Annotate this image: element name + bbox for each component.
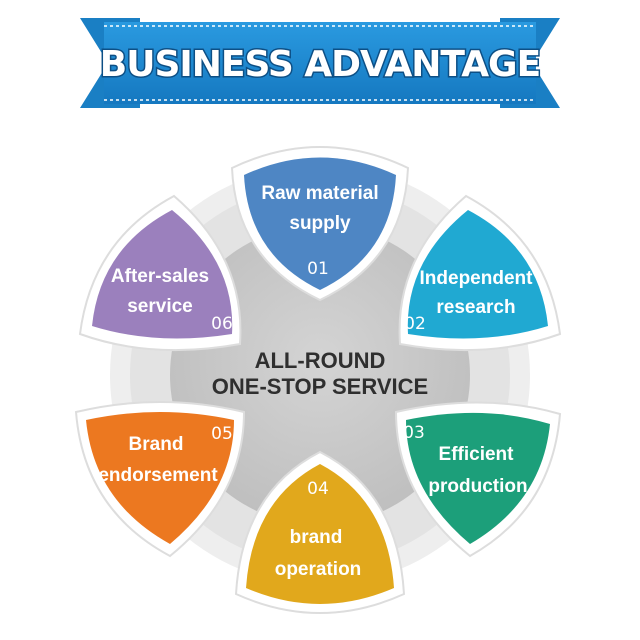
center-line-2: ONE-STOP SERVICE bbox=[212, 374, 428, 399]
banner: BUSINESS ADVANTAGE bbox=[80, 18, 560, 108]
segment-label-2: endorsement bbox=[98, 465, 218, 486]
segment-label-1: brand bbox=[290, 527, 343, 548]
segment-independent-research: Independent research 02 bbox=[398, 194, 562, 352]
banner-body bbox=[104, 22, 536, 104]
segment-label-2: operation bbox=[275, 559, 362, 580]
segment-label-1: Efficient bbox=[439, 444, 515, 465]
segment-brand-operation: brand operation 04 bbox=[234, 450, 406, 614]
segment-label-1: Brand bbox=[129, 434, 184, 455]
segment-number: 02 bbox=[404, 314, 426, 334]
segment-after-sales-service: After-sales service 06 bbox=[78, 194, 242, 352]
segment-number: 06 bbox=[211, 314, 233, 334]
segment-shape bbox=[407, 210, 548, 339]
segment-shape bbox=[244, 157, 396, 290]
segment-label-2: supply bbox=[289, 213, 351, 234]
segment-number: 03 bbox=[403, 423, 425, 443]
segment-label-2: production bbox=[428, 476, 527, 497]
segment-label-1: Raw material bbox=[261, 183, 378, 204]
segment-number: 05 bbox=[211, 424, 233, 444]
segment-raw-material-supply: Raw material supply 01 bbox=[230, 146, 410, 302]
segment-shape bbox=[246, 464, 394, 604]
segment-label-2: research bbox=[436, 297, 515, 318]
banner-title: BUSINESS ADVANTAGE bbox=[100, 44, 540, 85]
segment-efficient-production: Efficient production 03 bbox=[394, 401, 562, 558]
segment-shape bbox=[92, 210, 233, 339]
segment-number: 04 bbox=[307, 479, 329, 499]
segment-label-1: Independent bbox=[420, 268, 534, 289]
segment-shape bbox=[86, 412, 234, 544]
segment-label-1: After-sales bbox=[111, 266, 209, 287]
segment-number: 01 bbox=[307, 259, 329, 279]
center-hub bbox=[170, 225, 470, 525]
segment-shape bbox=[406, 412, 550, 544]
segment-label-2: service bbox=[127, 296, 193, 317]
segment-brand-endorsement: Brand endorsement 05 bbox=[74, 401, 246, 558]
center-line-1: ALL-ROUND bbox=[255, 348, 386, 373]
